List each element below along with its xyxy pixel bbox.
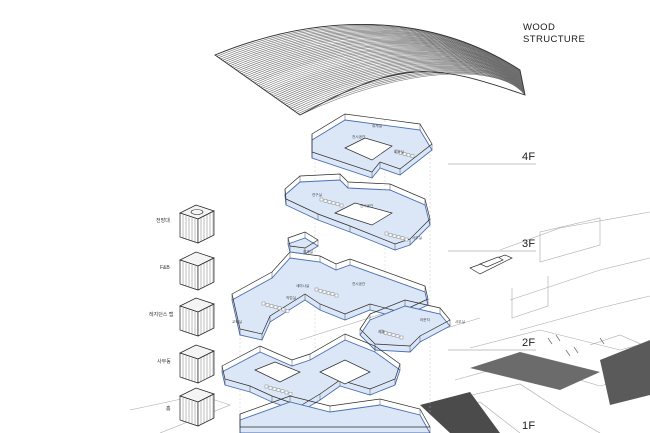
- courtyard-1f-a: [254, 361, 301, 383]
- floor-plate-1f: [221, 333, 401, 413]
- room-label: 사무실: [412, 236, 422, 240]
- room-label: 작업실: [286, 296, 296, 300]
- road-shading: [420, 340, 650, 433]
- program-boxes: [179, 204, 215, 427]
- roof-slat: [284, 65, 525, 105]
- roof-slat: [265, 54, 524, 92]
- room-label: 라운지: [420, 318, 430, 322]
- roof-outline: [214, 23, 526, 116]
- room-label: 카페: [378, 330, 385, 334]
- boat-icon: [469, 254, 513, 275]
- floor-label-4f: 4F: [522, 151, 536, 163]
- furniture-2f: [261, 301, 290, 313]
- room-label: 교육실: [232, 320, 242, 324]
- room-label: 연구실: [312, 193, 322, 197]
- floor-plate-2f-east: [359, 299, 451, 353]
- floor-label-3f: 3F: [522, 238, 536, 250]
- room-label: 사무실: [455, 320, 465, 324]
- room-label: 전시공간: [352, 135, 366, 139]
- program-label-residence-lab: 레지던스 랩: [149, 312, 174, 318]
- roof-slat: [297, 72, 526, 114]
- room-label: 전시공간: [352, 282, 366, 286]
- wood-roof-structure: [214, 23, 526, 116]
- program-box: [179, 344, 215, 384]
- program-box: [179, 297, 215, 337]
- title-line-1: WOOD: [523, 22, 556, 33]
- room-label: 휴게실: [372, 124, 382, 128]
- program-box: [179, 251, 215, 291]
- program-box: [179, 204, 215, 244]
- roof-slat: [296, 71, 526, 113]
- program-label-fnb: F&B: [160, 265, 170, 271]
- furniture-3f-b: [384, 231, 409, 242]
- room-label: 세미나실: [296, 284, 310, 288]
- furniture-4f: [394, 149, 415, 158]
- courtyard-1f-b: [319, 359, 371, 385]
- program-label-office: 사무동: [157, 359, 171, 365]
- wood-structure-title: WOOD STRUCTURE: [523, 22, 585, 46]
- program-box: [179, 387, 215, 427]
- floor-plate-ground: [239, 395, 431, 433]
- program-label-home: 홈: [166, 406, 171, 412]
- floor-label-2f: 2F: [522, 337, 536, 349]
- floor-plates: [221, 113, 451, 433]
- furniture-2f-b: [314, 287, 339, 298]
- roof-slat: [299, 73, 526, 116]
- room-label: 휴게실: [303, 250, 313, 254]
- courtyard-3f: [334, 202, 393, 226]
- title-line-2: STRUCTURE: [523, 34, 586, 45]
- program-label-observatory: 전망대: [156, 218, 170, 224]
- floor-plate-2f-stair: [287, 231, 319, 255]
- courtyard-4f: [344, 137, 393, 161]
- furniture-1f: [264, 384, 293, 396]
- room-label: 전시공간: [360, 204, 374, 208]
- room-label: 회의실: [394, 150, 404, 154]
- furniture-3f: [319, 197, 344, 208]
- floor-leaders: [448, 163, 536, 351]
- furniture-2f-c: [379, 329, 404, 340]
- floor-label-1f: 1F: [522, 420, 536, 432]
